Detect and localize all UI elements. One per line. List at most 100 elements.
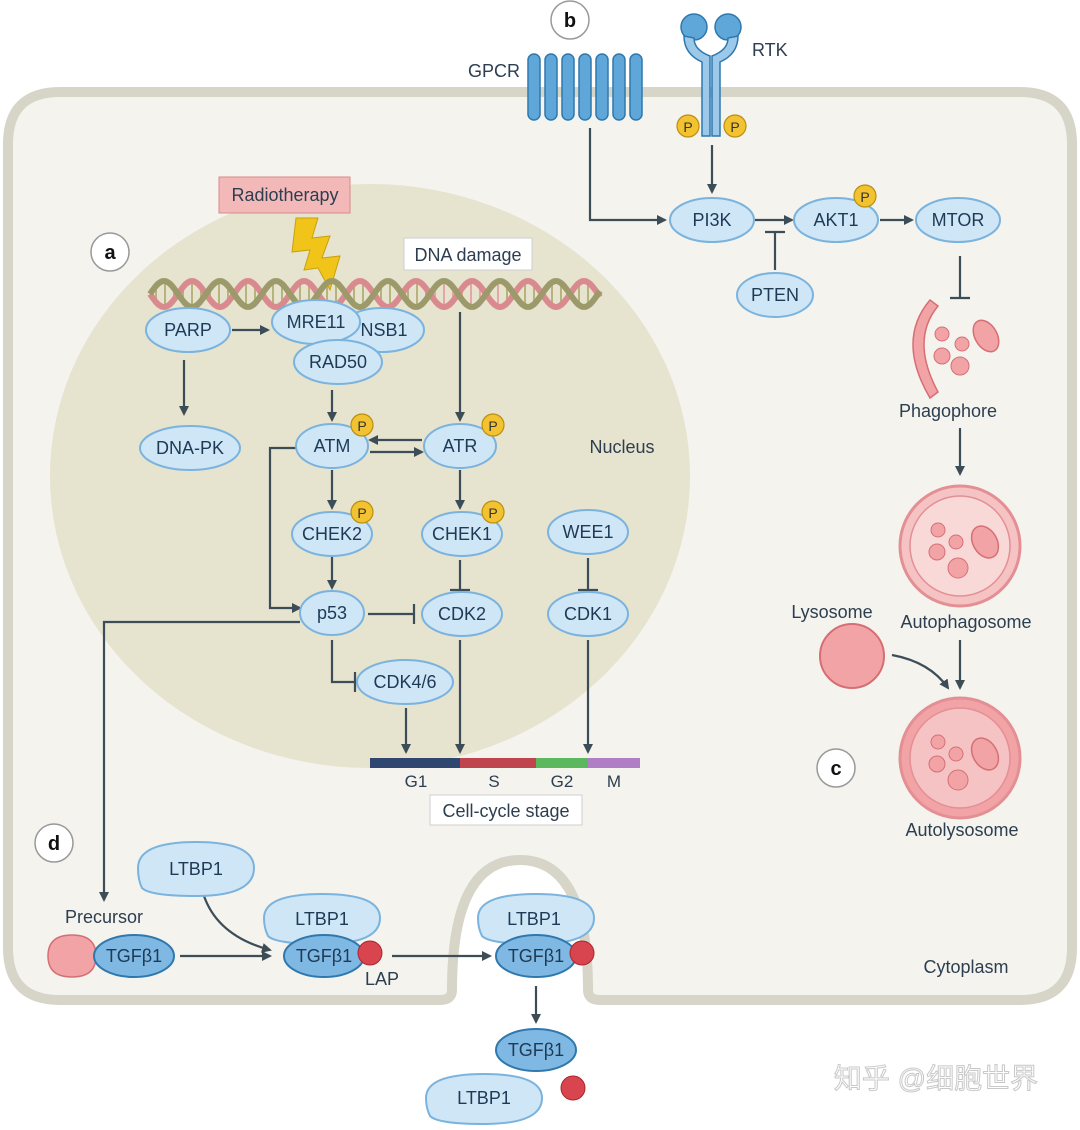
dna-damage-label-box: DNA damage xyxy=(403,237,533,271)
svg-text:p53: p53 xyxy=(317,603,347,623)
svg-text:P: P xyxy=(860,189,869,205)
gpcr-receptor xyxy=(527,53,643,121)
protein-mre11: MRE11 xyxy=(271,299,361,345)
atr-phospho-badge: P xyxy=(481,413,505,437)
cell-cycle-phase-g1 xyxy=(370,758,460,768)
autophagosome-icon xyxy=(898,484,1022,608)
protein-akt1: AKT1 xyxy=(793,197,879,243)
precursor-label: Precursor xyxy=(65,907,143,927)
svg-text:TGFβ1: TGFβ1 xyxy=(508,946,564,966)
protein-cdk1: CDK1 xyxy=(547,591,629,637)
autophagosome-label: Autophagosome xyxy=(900,612,1031,632)
svg-text:ATM: ATM xyxy=(314,436,351,456)
protein-pi3k: PI3K xyxy=(669,197,755,243)
svg-text:MTOR: MTOR xyxy=(932,210,985,230)
panel-d-marker: d xyxy=(34,823,74,863)
akt1-phospho-badge: P xyxy=(853,184,877,208)
protein-atr: ATR xyxy=(423,423,497,469)
dna-damage-label: DNA damage xyxy=(414,245,521,265)
panel-d-letter: d xyxy=(48,833,60,855)
gpcr-label: GPCR xyxy=(468,61,520,81)
svg-text:AKT1: AKT1 xyxy=(813,210,858,230)
protein-mtor: MTOR xyxy=(915,197,1001,243)
lap-label: LAP xyxy=(365,969,399,989)
cell-cycle-phase-label: G2 xyxy=(551,772,574,791)
protein-p53: p53 xyxy=(299,590,365,636)
svg-text:P: P xyxy=(488,418,497,434)
cell-cycle-phase-label: S xyxy=(488,772,499,791)
svg-text:NSB1: NSB1 xyxy=(360,320,407,340)
protein-cdk2: CDK2 xyxy=(421,591,503,637)
protein-wee1: WEE1 xyxy=(547,509,629,555)
lap-dot-vesicle xyxy=(569,940,595,966)
cell-cycle-stage-label: Cell-cycle stage xyxy=(442,801,569,821)
svg-text:TGFβ1: TGFβ1 xyxy=(296,946,352,966)
radiotherapy-box: Radiotherapy xyxy=(218,176,351,214)
svg-text:CDK4/6: CDK4/6 xyxy=(373,672,436,692)
rtk-phospho-right: P xyxy=(723,114,747,138)
svg-text:CDK1: CDK1 xyxy=(564,604,612,624)
svg-text:TGFβ1: TGFβ1 xyxy=(508,1040,564,1060)
svg-text:LTBP1: LTBP1 xyxy=(169,859,223,879)
chek2-phospho-badge: P xyxy=(350,500,374,524)
lightning-bolt-icon xyxy=(291,217,341,292)
nucleus-label: Nucleus xyxy=(589,437,654,457)
cell-cycle-phase-label: M xyxy=(607,772,621,791)
panel-c-marker: c xyxy=(816,748,856,788)
protein-tgfb1-released: TGFβ1 xyxy=(495,1028,577,1072)
rtk-phospho-left: P xyxy=(676,114,700,138)
protein-tgfb1-precursor: TGFβ1 xyxy=(93,934,175,978)
svg-text:MRE11: MRE11 xyxy=(287,312,346,332)
watermark-text: 知乎 @细胞世界 xyxy=(834,1063,1038,1094)
svg-text:PARP: PARP xyxy=(164,320,212,340)
phagophore-label: Phagophore xyxy=(899,401,997,421)
cell-cycle-phase-s xyxy=(460,758,536,768)
svg-text:PI3K: PI3K xyxy=(692,210,731,230)
protein-ltbp1-free: LTBP1 xyxy=(136,840,256,898)
cell-cycle-phase-g2 xyxy=(536,758,588,768)
panel-c-letter: c xyxy=(830,758,841,780)
protein-parp: PARP xyxy=(145,307,231,353)
protein-dnapk: DNA-PK xyxy=(139,425,241,471)
atm-phospho-badge: P xyxy=(350,413,374,437)
autolysosome-icon xyxy=(898,696,1022,820)
rtk-label: RTK xyxy=(752,40,788,60)
cell-cycle-stage-box: Cell-cycle stage xyxy=(429,794,583,826)
svg-text:ATR: ATR xyxy=(443,436,478,456)
svg-text:P: P xyxy=(683,119,692,135)
svg-text:WEE1: WEE1 xyxy=(562,522,613,542)
panel-b-marker: b xyxy=(550,0,590,40)
protein-ltbp1-released: LTBP1 xyxy=(424,1072,544,1126)
lap-dot xyxy=(357,940,383,966)
svg-text:CDK2: CDK2 xyxy=(438,604,486,624)
svg-text:LTBP1: LTBP1 xyxy=(457,1088,511,1108)
svg-text:P: P xyxy=(488,505,497,521)
autolysosome-label: Autolysosome xyxy=(905,820,1018,840)
protein-chek1: CHEK1 xyxy=(421,511,503,557)
protein-ltbp1-vesicle: LTBP1 xyxy=(476,892,596,946)
cytoplasm-label: Cytoplasm xyxy=(923,957,1008,977)
panel-a-letter: a xyxy=(104,242,116,264)
dna-double-helix xyxy=(147,277,603,311)
svg-text:RAD50: RAD50 xyxy=(309,352,367,372)
protein-pten: PTEN xyxy=(736,272,814,318)
lysosome-icon xyxy=(819,623,885,689)
svg-text:TGFβ1: TGFβ1 xyxy=(106,946,162,966)
cell-cycle-phase-m xyxy=(588,758,640,768)
svg-text:P: P xyxy=(730,119,739,135)
svg-text:LTBP1: LTBP1 xyxy=(295,909,349,929)
protein-ltbp1-complex: LTBP1 xyxy=(262,892,382,946)
svg-text:P: P xyxy=(357,505,366,521)
svg-text:CHEK1: CHEK1 xyxy=(432,524,492,544)
panel-a-marker: a xyxy=(90,232,130,272)
lap-dot-released xyxy=(560,1075,586,1101)
connectors xyxy=(99,128,970,1024)
svg-text:CHEK2: CHEK2 xyxy=(302,524,362,544)
dna-strand xyxy=(147,277,603,311)
protein-tgfb1-vesicle: TGFβ1 xyxy=(495,934,577,978)
protein-rad50: RAD50 xyxy=(293,339,383,385)
protein-atm: ATM xyxy=(295,423,369,469)
chek1-phospho-badge: P xyxy=(481,500,505,524)
